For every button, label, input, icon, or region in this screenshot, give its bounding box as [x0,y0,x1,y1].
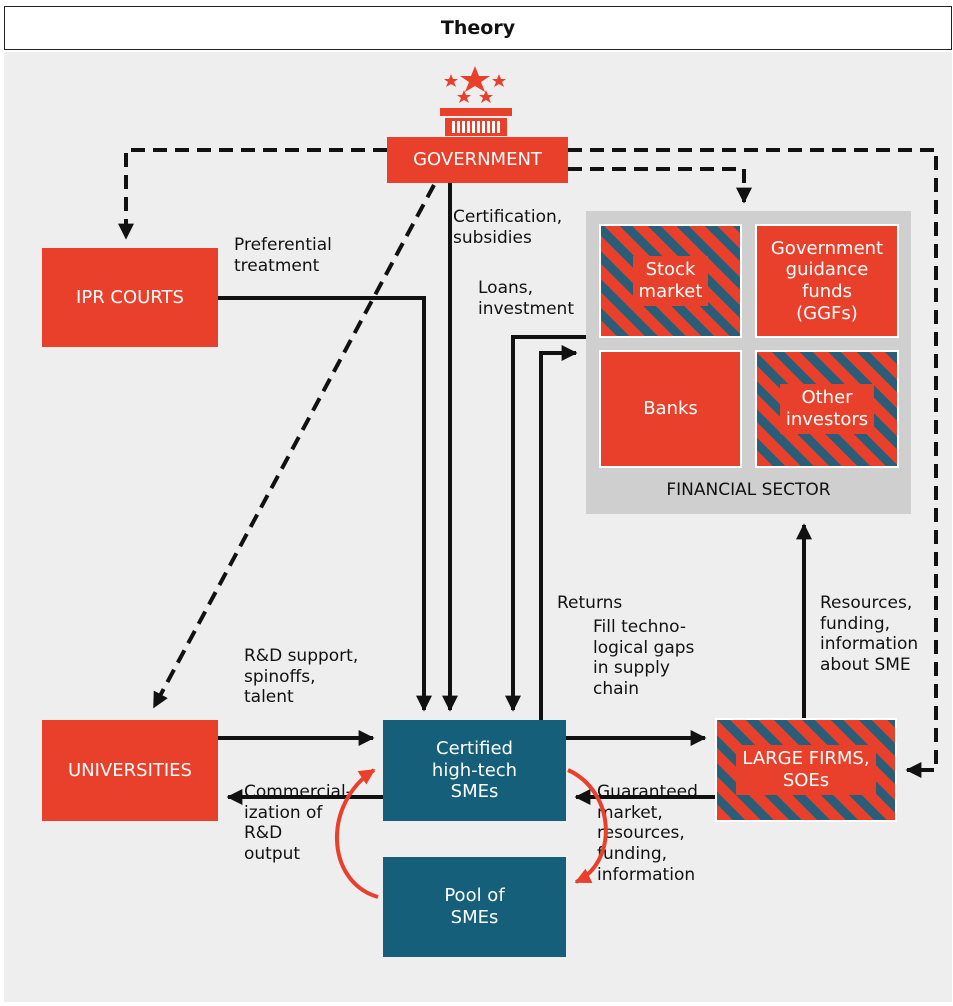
stock-market-box: Stock market [599,224,742,338]
returns-label: Returns [557,593,623,613]
preferential-label: Preferential treatment [234,235,332,276]
financial-to-smes-arrow [505,335,586,712]
resources-info-label: Resources, funding, information about SM… [820,593,919,676]
other-investors-label: Other investors [779,384,875,434]
ipr-courts-box: IPR COURTS [42,248,218,347]
financial-sector-label: FINANCIAL SECTOR [666,480,831,500]
loans-label: Loans, investment [478,278,574,319]
fill-gaps-label: Fill techno- logical gaps in supply chai… [593,617,695,700]
gov-to-financial-arrow [568,167,752,204]
gov-to-large-firms-arrow [568,148,938,778]
pool-smes-box: Pool of SMEs [383,857,566,957]
gov-to-ipr-arrow [118,148,387,240]
certification-label: Certification, subsidies [453,207,563,248]
guaranteed-label: Guaranteed market, resources, funding, i… [597,782,698,885]
ggf-box: Government guidance funds (GGFs) [755,224,899,338]
pool-to-smes-arrow [335,768,379,899]
rd-support-label: R&D support, spinoffs, talent [244,646,359,708]
diagram-title: Theory [4,6,952,50]
government-box: GOVERNMENT [387,137,568,183]
banks-box: Banks [599,350,742,468]
gov-to-universities-arrow [152,184,436,709]
certified-smes-box: Certified high-tech SMEs [383,720,566,821]
universities-box: UNIVERSITIES [42,720,218,821]
ipr-to-smes-arrow [218,296,432,712]
large-firms-label: LARGE FIRMS, SOEs [736,745,876,795]
other-investors-box: Other investors [755,350,899,468]
arrows-layer [118,66,938,899]
smes-to-financial-arrow [539,345,578,720]
stock-market-label: Stock market [632,256,709,306]
diagram-canvas: FINANCIAL SECTOR Stock market Government… [4,52,952,1002]
government-building-icon [440,66,512,136]
smes-to-pool-arrow [567,768,608,884]
large-firms-box: LARGE FIRMS, SOEs [715,718,897,822]
